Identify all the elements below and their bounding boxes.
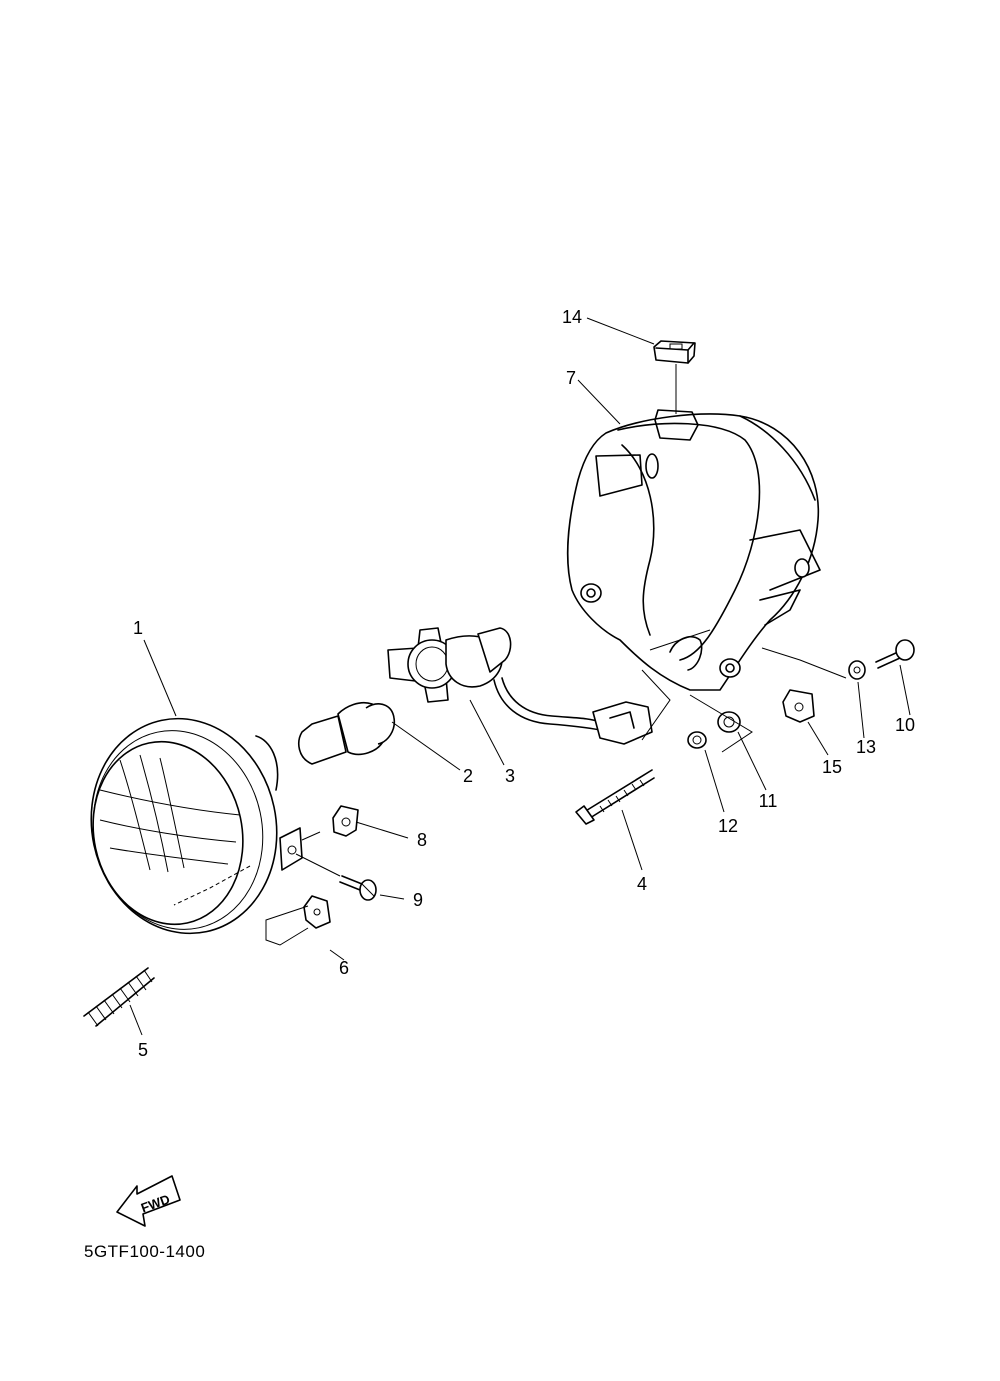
- part-11-grommet: [717, 711, 741, 733]
- part-5-adjusting-spring: [83, 967, 155, 1027]
- callout-2: 2: [462, 766, 474, 786]
- callout-8: 8: [416, 830, 428, 850]
- callout-15: 15: [821, 757, 843, 777]
- part-8-nut-plate: [332, 805, 359, 837]
- part-12-collar: [687, 731, 707, 749]
- callout-12: 12: [717, 816, 739, 836]
- part-7-headlight-housing: [566, 409, 821, 691]
- callout-3: 3: [504, 766, 516, 786]
- part-1-headlight-lens: [90, 717, 303, 935]
- part-3-bulb-socket: [387, 627, 653, 745]
- fwd-direction-arrow: FWD: [116, 1175, 181, 1227]
- part-9-screw: [339, 875, 377, 901]
- part-15-nut-plate: [782, 689, 815, 723]
- callout-6: 6: [338, 958, 350, 978]
- callout-9: 9: [412, 890, 424, 910]
- part-10-screw: [875, 639, 915, 669]
- part-4-long-screw: [575, 769, 655, 825]
- callout-leader-lines: [129, 317, 911, 1036]
- part-14-clip-block: [653, 340, 696, 364]
- diagram-code: 5GTF100-1400: [84, 1242, 206, 1261]
- callout-14: 14: [561, 307, 583, 327]
- callout-10: 10: [894, 715, 916, 735]
- callout-1: 1: [132, 618, 144, 638]
- callout-13: 13: [855, 737, 877, 757]
- part-6-nut: [303, 895, 331, 929]
- part-13-washer: [848, 660, 866, 680]
- callout-11: 11: [758, 791, 778, 811]
- callout-5: 5: [137, 1040, 149, 1060]
- callout-4: 4: [636, 874, 648, 894]
- callout-7: 7: [565, 368, 577, 388]
- part-2-bulb: [298, 701, 396, 765]
